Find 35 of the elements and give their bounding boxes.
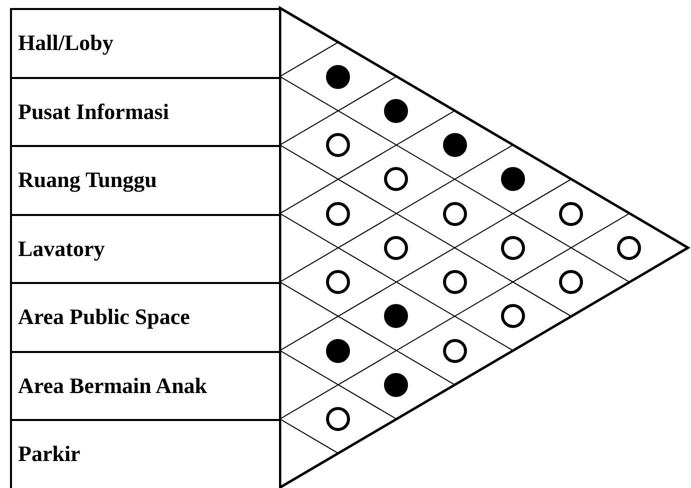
- open-circle: [442, 338, 467, 362]
- open-circle: [326, 202, 350, 226]
- row-box: [10, 8, 281, 78]
- row-label: Area Public Space: [18, 304, 190, 330]
- row-label: Ruang Tunggu: [18, 167, 157, 194]
- open-circle: [559, 202, 584, 226]
- filled-dot: [384, 304, 408, 328]
- row-label: Pusat Informasi: [18, 98, 169, 125]
- open-circle: [617, 236, 642, 260]
- row-box: [10, 350, 281, 421]
- filled-dot: [326, 64, 350, 88]
- row-box: [10, 282, 281, 352]
- row-label: Lavatory: [18, 236, 105, 262]
- row-label: Area Bermain Anak: [18, 372, 208, 399]
- row-box: [10, 214, 281, 284]
- filled-dot: [384, 372, 408, 397]
- row-box: [10, 145, 281, 216]
- filled-dot: [384, 98, 408, 123]
- row-box: [10, 76, 281, 147]
- open-circle: [326, 407, 350, 431]
- row-label: Parkir: [18, 441, 80, 468]
- open-circle: [442, 202, 467, 226]
- open-circle: [384, 236, 408, 260]
- open-circle: [442, 270, 467, 294]
- filled-dot: [326, 338, 350, 362]
- row-label: Hall/Loby: [18, 30, 114, 56]
- open-circle: [500, 236, 525, 260]
- filled-dot: [500, 167, 525, 192]
- open-circle: [500, 304, 525, 328]
- open-circle: [326, 133, 350, 157]
- row-box: [10, 419, 281, 488]
- open-circle: [326, 270, 350, 294]
- open-circle: [384, 167, 408, 192]
- filled-dot: [442, 133, 467, 157]
- open-circle: [559, 270, 584, 294]
